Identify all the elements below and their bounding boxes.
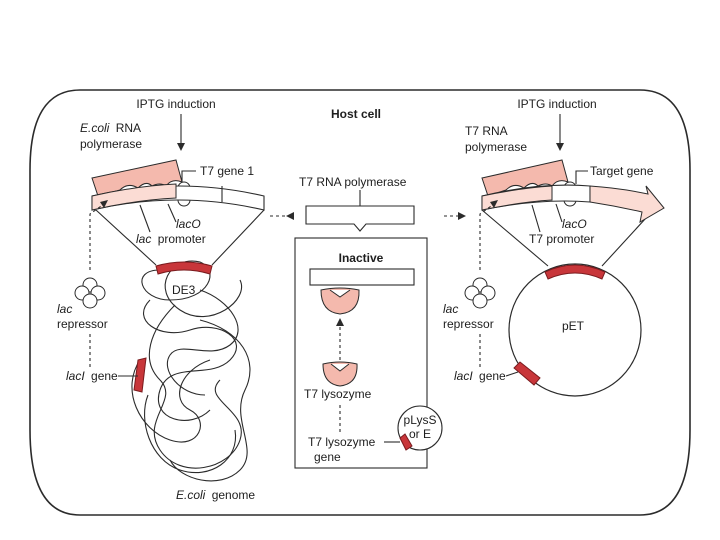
pet-plasmid bbox=[508, 263, 642, 397]
target-gene-arrow bbox=[589, 185, 665, 223]
repressor-arrowhead-right bbox=[490, 200, 498, 208]
t7-lysozyme-arrowhead-up bbox=[336, 318, 344, 326]
plyss-label: pLysS bbox=[404, 413, 437, 427]
ecoli-rna-polymerase-label: E.coli RNA bbox=[80, 121, 141, 135]
lac-repressor-label-left: lac bbox=[57, 302, 72, 316]
pet-label: pET bbox=[562, 319, 585, 333]
laci-gene-right bbox=[513, 361, 541, 386]
t7-rna-polymerase-inactive bbox=[309, 268, 415, 286]
laci-gene-leader-right bbox=[505, 371, 519, 377]
de3-label: DE3 bbox=[172, 283, 196, 297]
inactive-label: Inactive bbox=[339, 251, 384, 265]
t7-rna-polymerase-label-mid: T7 RNA polymerase bbox=[299, 175, 407, 189]
ecoli-rna-polymerase-label-line2: polymerase bbox=[80, 137, 142, 151]
plyss-label-line2: or E bbox=[409, 427, 431, 441]
plyss-plasmid bbox=[397, 405, 443, 451]
t7-lysozyme-gene-label: T7 lysozyme bbox=[308, 435, 376, 449]
de3-zoom-wedge bbox=[95, 209, 265, 266]
laci-gene-label-left: lacI gene bbox=[66, 369, 118, 383]
laci-gene-left bbox=[133, 357, 147, 393]
lac-repressor-label-right: lac bbox=[443, 302, 458, 316]
lac-promoter-leader bbox=[139, 204, 151, 233]
repressor-arrowhead-left bbox=[100, 200, 108, 208]
iptg-induction-label-right: IPTG induction bbox=[517, 97, 596, 111]
t7-promoter-leader bbox=[531, 204, 541, 233]
lac-repressor-label-left-line2: repressor bbox=[57, 317, 108, 331]
target-gene-leader bbox=[575, 170, 588, 184]
t7-rna-polymerase-label-right-line2: polymerase bbox=[465, 140, 527, 154]
ecoli-genome-label: E.coli genome bbox=[176, 488, 255, 502]
t7-lysozyme-label: T7 lysozyme bbox=[304, 387, 372, 401]
iptg-induction-label-left: IPTG induction bbox=[136, 97, 215, 111]
laco-label-right: lacO bbox=[562, 217, 587, 231]
lac-repressor-free-right bbox=[464, 277, 496, 309]
arrow-mid-to-right bbox=[458, 212, 466, 220]
t7-lysozyme-free bbox=[322, 361, 358, 387]
laco-leader-right bbox=[555, 203, 563, 223]
t7-gene1-leader bbox=[181, 170, 196, 182]
target-gene-label: Target gene bbox=[590, 164, 654, 178]
laco-leader-left bbox=[167, 203, 177, 223]
t7-promoter-region bbox=[481, 185, 553, 211]
plyss-lysozyme-gene bbox=[399, 433, 413, 451]
lac-promoter-region bbox=[91, 183, 177, 211]
iptg-arrowhead-right bbox=[556, 143, 564, 151]
ecoli-genome-chromosome bbox=[131, 260, 251, 482]
t7-promoter-label: T7 promoter bbox=[529, 232, 594, 246]
host-cell-outline bbox=[29, 89, 691, 516]
pet-target-insert bbox=[544, 264, 606, 280]
lac-repressor-free-left bbox=[74, 277, 106, 309]
iptg-arrowhead-left bbox=[177, 143, 185, 151]
host-cell-label: Host cell bbox=[331, 107, 381, 121]
arrow-left-to-mid bbox=[286, 212, 294, 220]
t7-rna-polymerase-protein-mid bbox=[305, 205, 415, 232]
repressor-dashed-arrow-right bbox=[479, 203, 495, 270]
laci-gene-label-right: lacI gene bbox=[454, 369, 506, 383]
t7-gene1-label: T7 gene 1 bbox=[200, 164, 254, 178]
t7-rna-polymerase-label-right: T7 RNA bbox=[465, 124, 508, 138]
t7-lysozyme-gene-label-line2: gene bbox=[314, 450, 341, 464]
t7-lysozyme-bound bbox=[320, 287, 360, 315]
de3-insert bbox=[155, 261, 213, 275]
laco-label-left: lacO bbox=[176, 217, 201, 231]
lac-repressor-label-right-line2: repressor bbox=[443, 317, 494, 331]
pet-zoom-wedge bbox=[481, 209, 647, 267]
repressor-dashed-arrow-left bbox=[89, 203, 105, 270]
lac-promoter-label: lac promoter bbox=[136, 232, 206, 246]
